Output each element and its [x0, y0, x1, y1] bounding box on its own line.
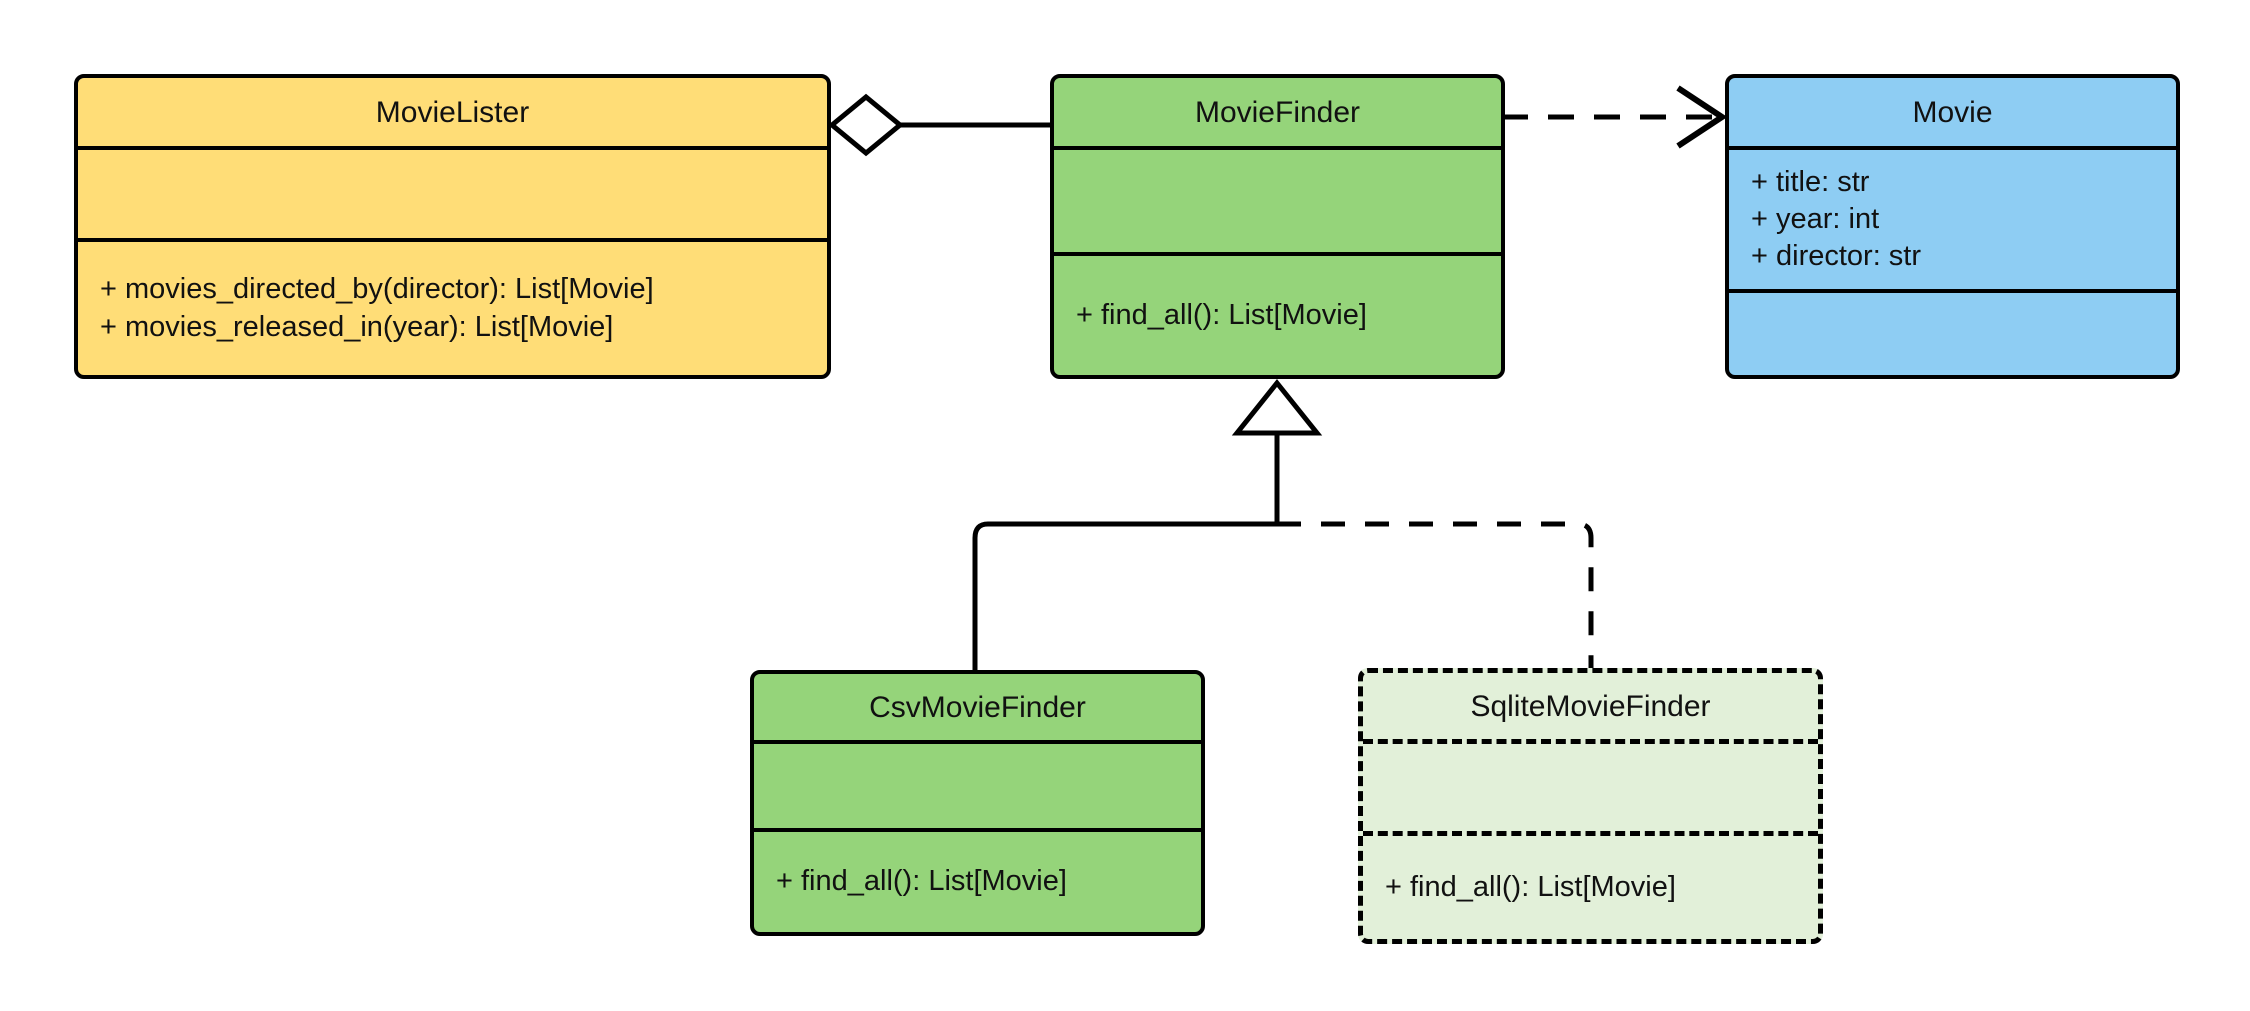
class-title-movie: Movie	[1912, 95, 1993, 129]
class-name-compartment: SqliteMovieFinder	[1363, 673, 1818, 739]
attributes-compartment	[754, 740, 1201, 828]
attributes-compartment	[1054, 146, 1501, 252]
method-item: + find_all(): List[Movie]	[1076, 298, 1367, 331]
generalization-connector-csv	[972, 521, 1277, 670]
csv-inheritance-line	[972, 521, 1277, 670]
class-name-compartment: MovieFinder	[1054, 78, 1501, 146]
class-title-movie-finder: MovieFinder	[1194, 95, 1361, 129]
method-item: + find_all(): List[Movie]	[776, 865, 1067, 898]
methods-compartment: + find_all(): List[Movie]	[1363, 831, 1818, 939]
class-box-movie-finder[interactable]: MovieFinder + find_all(): List[Movie]	[1050, 74, 1505, 379]
methods-compartment: + find_all(): List[Movie]	[1054, 252, 1501, 375]
generalization-connector-sqlite	[1277, 521, 1594, 668]
sqlite-inheritance-line	[1277, 521, 1594, 668]
attribute-item: + title: str	[1751, 165, 1870, 198]
generalization-marker-group	[1231, 378, 1323, 524]
attributes-compartment: + title: str + year: int + director: str	[1729, 146, 2176, 289]
method-item: + movies_released_in(year): List[Movie]	[100, 310, 614, 343]
attributes-compartment	[1363, 739, 1818, 831]
class-name-compartment: MovieLister	[78, 78, 827, 146]
class-box-csv-movie-finder[interactable]: CsvMovieFinder + find_all(): List[Movie]	[750, 670, 1205, 936]
attribute-item: + year: int	[1751, 202, 1880, 235]
class-name-compartment: CsvMovieFinder	[754, 674, 1201, 740]
class-title-csv-movie-finder: CsvMovieFinder	[869, 690, 1086, 724]
class-box-movie-lister[interactable]: MovieLister + movies_directed_by(directo…	[74, 74, 831, 379]
hollow-diamond-marker	[828, 93, 904, 157]
aggregation-connector-lister-finder	[828, 93, 1050, 157]
class-title-sqlite-movie-finder: SqliteMovieFinder	[1470, 689, 1711, 723]
class-box-sqlite-movie-finder[interactable]: SqliteMovieFinder + find_all(): List[Mov…	[1358, 668, 1823, 944]
methods-compartment: + find_all(): List[Movie]	[754, 828, 1201, 932]
class-title-movie-lister: MovieLister	[375, 95, 530, 129]
attributes-compartment	[78, 146, 827, 238]
method-item: + movies_directed_by(director): List[Mov…	[100, 273, 654, 306]
hollow-triangle-marker	[1231, 378, 1323, 436]
method-item: + find_all(): List[Movie]	[1385, 870, 1676, 903]
open-arrow-marker	[1676, 85, 1728, 149]
methods-compartment	[1729, 289, 2176, 375]
methods-compartment: + movies_directed_by(director): List[Mov…	[78, 238, 827, 375]
class-box-movie[interactable]: Movie + title: str + year: int + directo…	[1725, 74, 2180, 379]
attribute-item: + director: str	[1751, 240, 1922, 273]
class-name-compartment: Movie	[1729, 78, 2176, 146]
dependency-connector-finder-movie	[1502, 85, 1728, 149]
